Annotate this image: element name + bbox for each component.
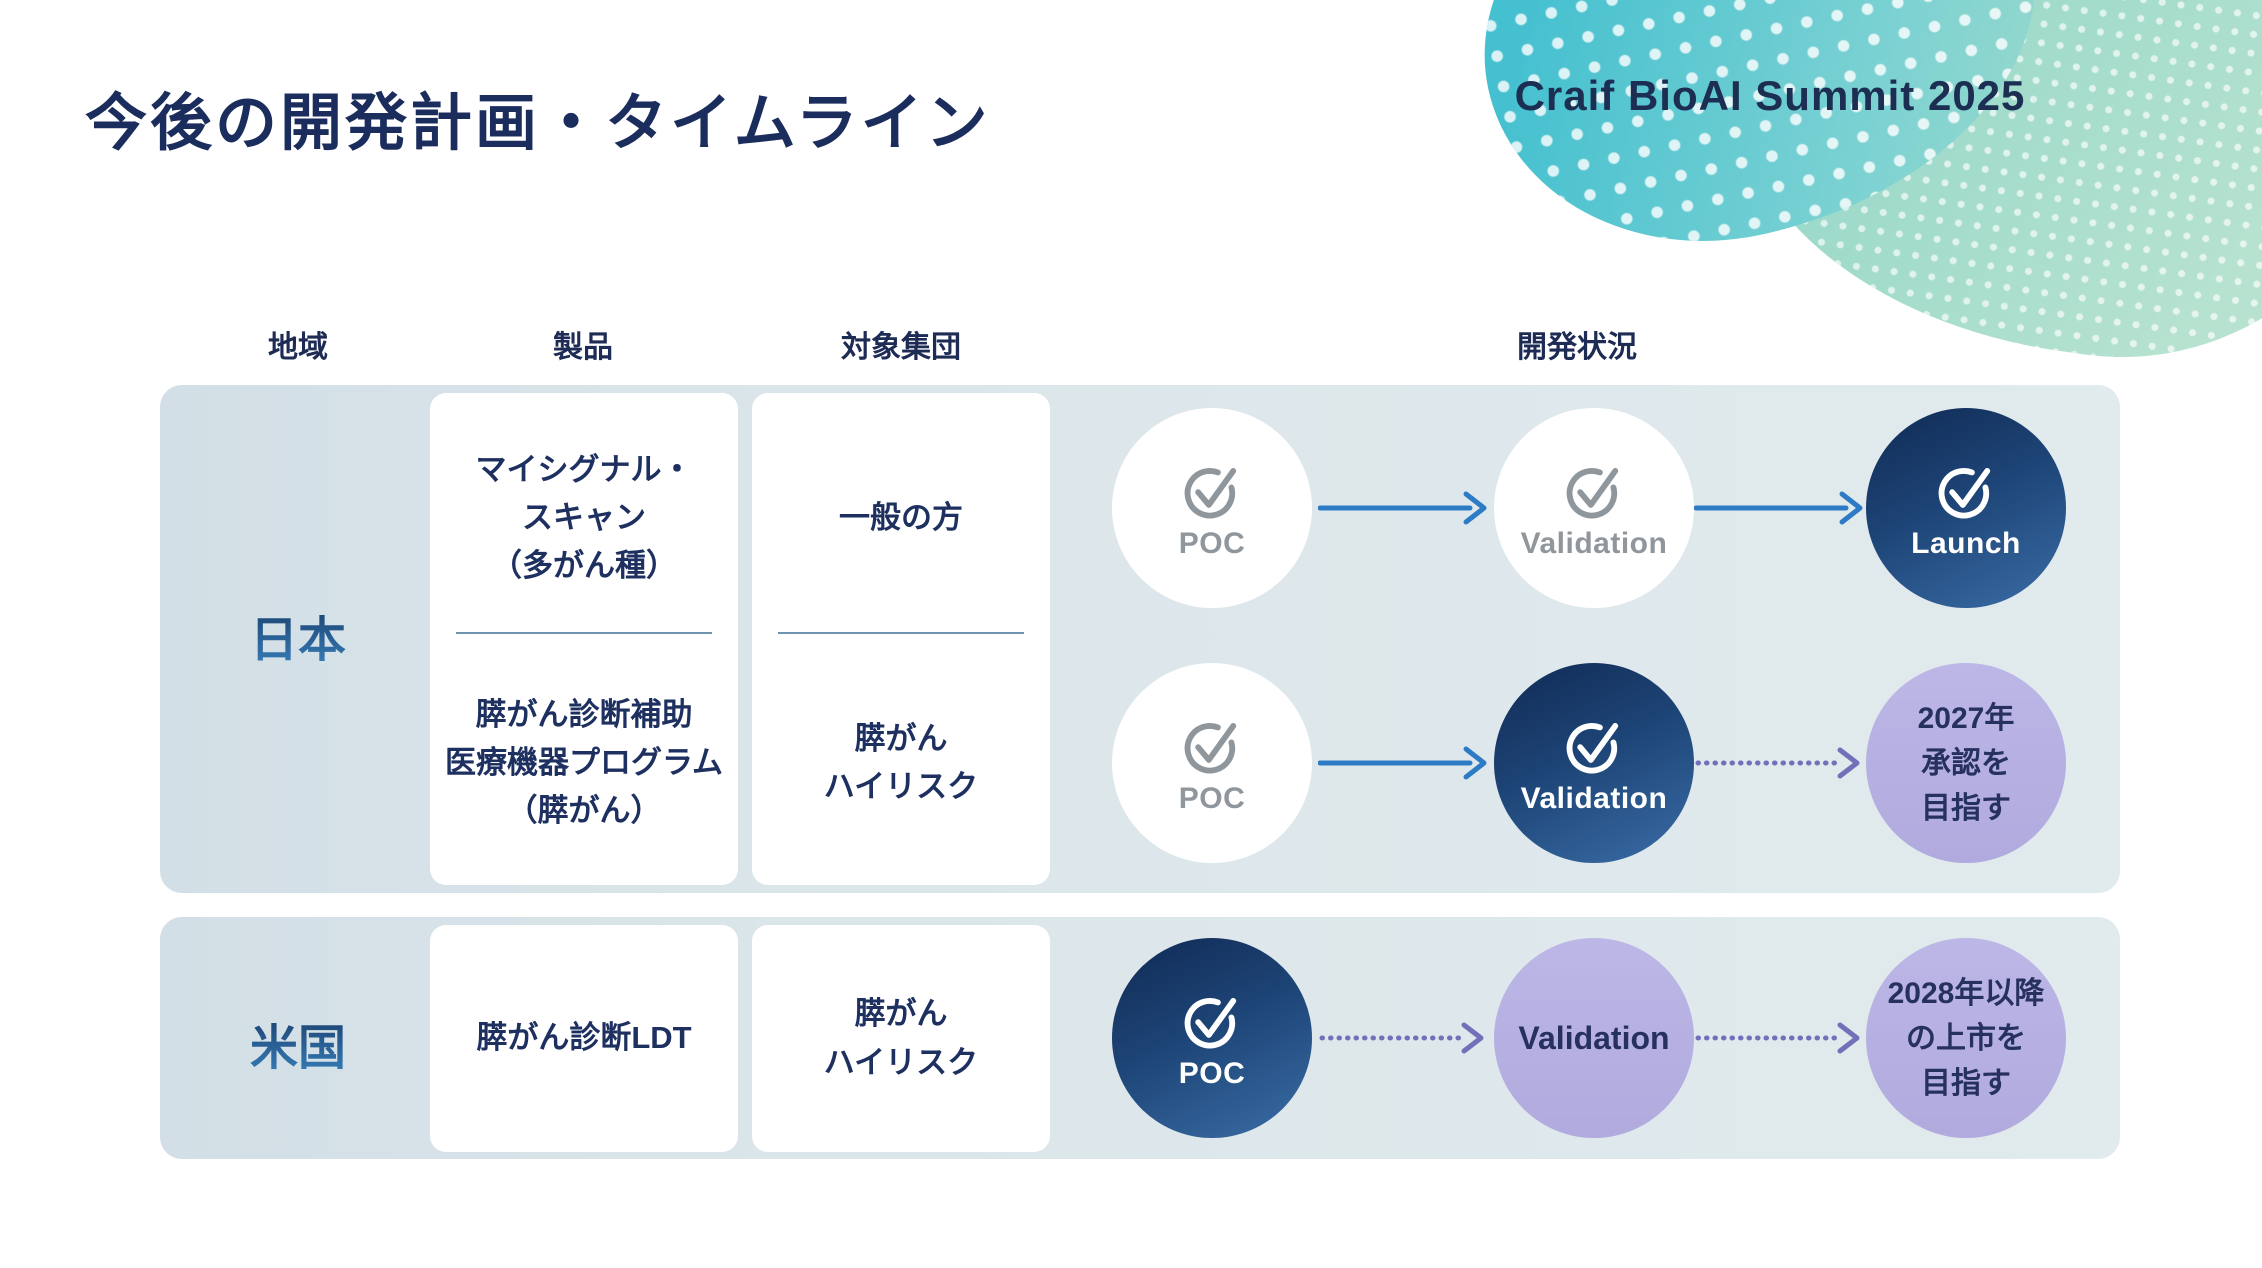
arrow-dotted-icon — [1695, 1022, 1860, 1054]
stage-circle-poc: POC — [1112, 408, 1312, 608]
target-card-us: 膵がん ハイリスク — [752, 925, 1050, 1152]
product-card-japan: マイシグナル・ スキャン （多がん種） 膵がん診断補助 医療機器プログラム （膵… — [430, 393, 738, 885]
column-header-region: 地域 — [268, 331, 328, 364]
stage-label: Validation — [1520, 782, 1668, 815]
stage-circle-goal-2028: 2028年以降 の上市を 目指す — [1866, 938, 2066, 1138]
stage-label: Validation — [1520, 527, 1668, 560]
stage-circle-poc: POC — [1112, 938, 1312, 1138]
stage-circle-validation: Validation — [1494, 938, 1694, 1138]
stage-label: POC — [1178, 782, 1246, 815]
cell-divider — [778, 632, 1024, 634]
arrow-solid-icon — [1318, 491, 1487, 525]
region-label-us: 米国 — [198, 1008, 398, 1078]
product-name: 膵がん診断LDT — [476, 1020, 692, 1056]
arrow-dotted-icon — [1319, 1022, 1484, 1054]
column-header-status: 開発状況 — [1517, 331, 1637, 364]
stage-label: Validation — [1518, 1019, 1670, 1056]
stage-circle-validation: Validation — [1494, 408, 1694, 608]
page-title: 今後の開発計画・タイムライン — [85, 89, 991, 158]
check-icon — [1566, 468, 1619, 519]
stage-circle-launch: Launch — [1866, 408, 2066, 608]
stage-label: POC — [1178, 527, 1246, 560]
goal-label: 2028年以降 の上市を 目指す — [1887, 976, 2045, 1100]
region-label-japan: 日本 — [198, 600, 398, 670]
brand-logo: Craif BioAI Summit 2025 — [1514, 72, 2026, 119]
stage-circle-poc: POC — [1112, 663, 1312, 863]
arrow-solid-icon — [1694, 491, 1863, 525]
stage-circle-validation: Validation — [1494, 663, 1694, 863]
target-group: 一般の方 — [839, 499, 963, 535]
column-header-product: 製品 — [553, 331, 613, 364]
check-icon — [1184, 723, 1237, 774]
target-card-japan: 一般の方 膵がん ハイリスク — [752, 393, 1050, 885]
check-icon — [1184, 468, 1237, 519]
target-group: 膵がん ハイリスク — [823, 996, 979, 1080]
check-icon — [1566, 723, 1619, 774]
column-header-target: 対象集団 — [841, 331, 961, 364]
goal-label: 2027年 承認を 目指す — [1917, 701, 2015, 825]
product-card-us: 膵がん診断LDT — [430, 925, 738, 1152]
product-name: 膵がん診断補助 医療機器プログラム （膵がん） — [444, 696, 724, 829]
stage-label: Launch — [1911, 527, 2021, 560]
arrow-dotted-icon — [1695, 747, 1860, 779]
check-icon — [1184, 998, 1237, 1049]
product-name: マイシグナル・ スキャン （多がん種） — [475, 451, 693, 584]
arrow-solid-icon — [1318, 746, 1487, 780]
stage-circle-goal-2027: 2027年 承認を 目指す — [1866, 663, 2066, 863]
check-icon — [1938, 468, 1991, 519]
stage-label: POC — [1178, 1057, 1246, 1090]
target-group: 膵がん ハイリスク — [823, 720, 979, 804]
cell-divider — [456, 632, 712, 634]
